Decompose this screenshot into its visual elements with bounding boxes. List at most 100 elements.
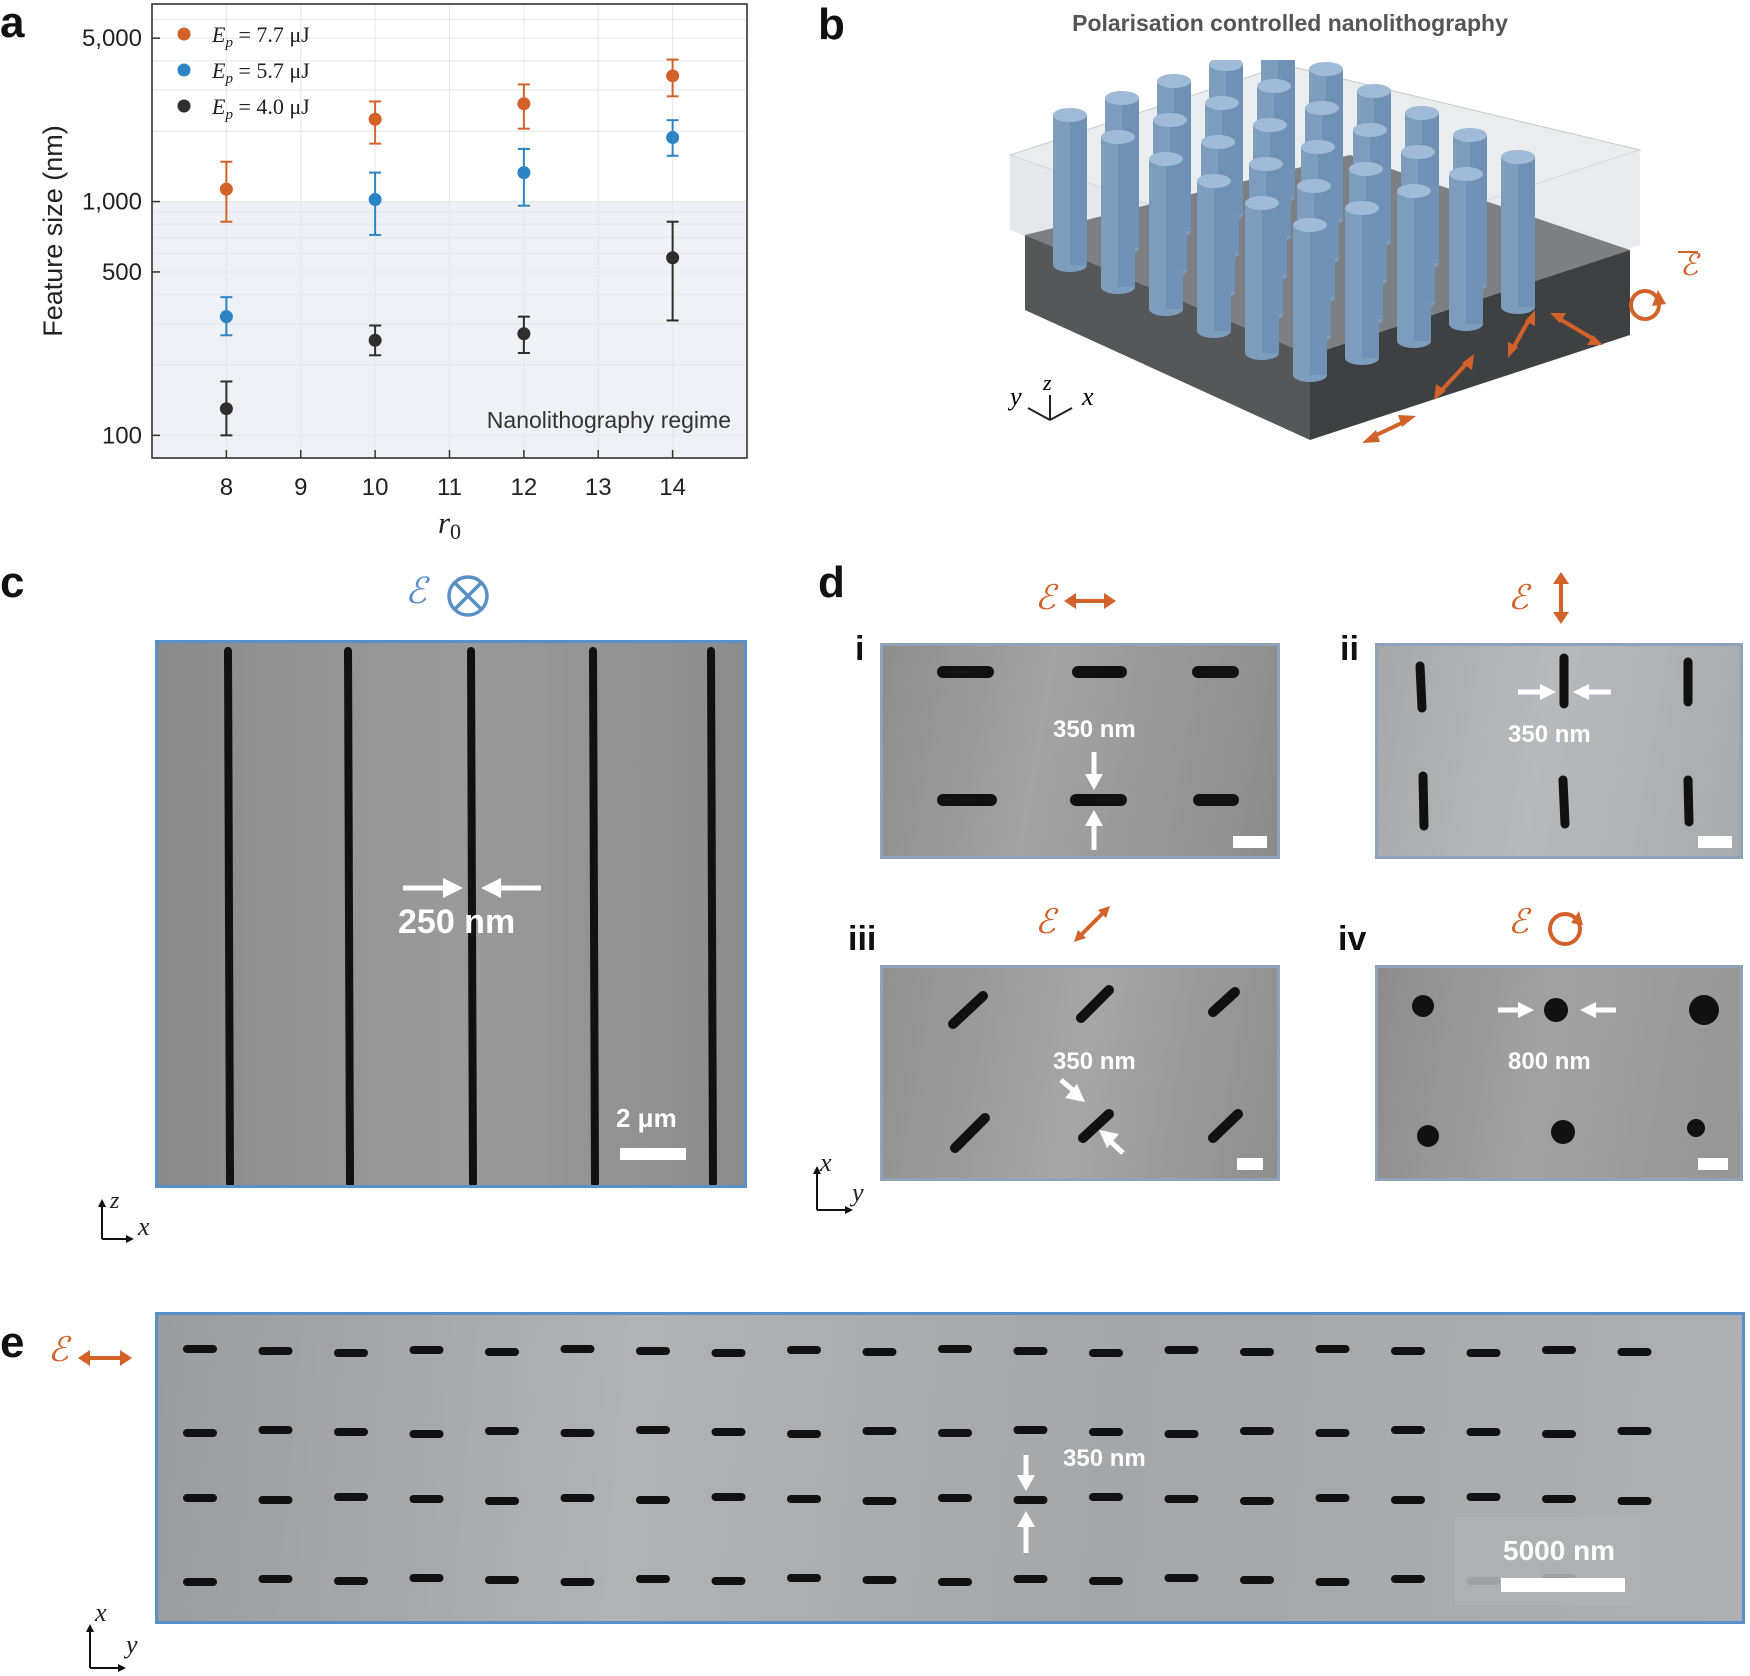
- chart-legend: Ep = 7.7 μJ Ep = 5.7 μJ Ep = 4.0 μJ: [177, 22, 310, 123]
- diagonal-polarisation-icon-iii: [1074, 906, 1110, 942]
- scale-label-c: 2 μm: [616, 1103, 677, 1133]
- legend-marker: [177, 63, 191, 77]
- y-tick-label: 500: [102, 259, 142, 286]
- field-symbol-d-i: ℰ: [1035, 580, 1056, 617]
- axes-glyph-b: [1027, 395, 1073, 421]
- laser-lines: [224, 647, 717, 1185]
- pillar: [1101, 130, 1135, 294]
- x-tick-label: 8: [220, 474, 233, 501]
- measure-arrows-d-ii: [1518, 684, 1611, 700]
- axis-h-d: y: [852, 1178, 864, 1207]
- data-point: [517, 97, 531, 111]
- measure-arrows-d-iv: [1498, 1002, 1616, 1018]
- data-point: [517, 327, 531, 341]
- axes-glyph-e: [86, 1624, 126, 1672]
- data-point: [368, 112, 382, 126]
- y-tick-label: 100: [102, 422, 142, 449]
- panel-label-e: e: [0, 1318, 25, 1367]
- scale-bar-e: [1501, 1578, 1625, 1592]
- data-point: [219, 310, 233, 324]
- x-tick-label: 14: [659, 474, 686, 501]
- circular-polarisation-icon-iv: [1548, 911, 1583, 946]
- field-symbol-e: ℰ: [48, 1332, 69, 1369]
- data-point: [368, 333, 382, 347]
- x-axis-label: r0: [438, 505, 461, 544]
- sem-image-c: 250 nm 2 μm: [155, 640, 747, 1188]
- data-point: [368, 193, 382, 207]
- subpanel-label-iii: iii: [848, 920, 877, 958]
- subpanel-label-iv: iv: [1338, 920, 1367, 958]
- horizontal-polarisation-icon-i: [1064, 593, 1116, 609]
- measure-arrows-d-iii: [1059, 1078, 1125, 1155]
- holes-d-iv: [1412, 995, 1719, 1147]
- holes-e: [183, 1345, 1652, 1586]
- regime-label: Nanolithography regime: [487, 407, 731, 433]
- x-tick-label: 13: [585, 474, 612, 501]
- panel-label-a: a: [0, 0, 25, 47]
- legend-marker: [177, 27, 191, 41]
- y-tick-label: 1,000: [82, 189, 142, 216]
- pillar-array: [1053, 60, 1535, 382]
- axis-z-b: z: [1042, 370, 1052, 395]
- axis-y-b: y: [1007, 382, 1022, 411]
- x-axis-ticks: 8 9 10 11 12 13 14: [220, 450, 686, 501]
- into-page-icon: [447, 575, 489, 617]
- panel-label-d: d: [818, 558, 845, 607]
- pillar: [1245, 196, 1279, 360]
- field-symbol-d-iv: ℰ: [1508, 904, 1529, 941]
- scale-bar-d-ii: [1698, 836, 1732, 848]
- pillar: [1449, 167, 1483, 331]
- panel-label-c: c: [0, 558, 25, 607]
- pillar: [1345, 201, 1379, 365]
- substrate-right-face: [1310, 250, 1630, 440]
- axes-glyph-d: [813, 1166, 853, 1214]
- panel-b-title: Polarisation controlled nanolithography: [1072, 10, 1508, 36]
- pillar: [1293, 218, 1327, 382]
- measure-arrows-e: [1017, 1455, 1035, 1553]
- legend-entry: Ep = 5.7 μJ: [211, 58, 310, 87]
- data-point: [517, 166, 531, 180]
- data-point: [666, 130, 680, 144]
- substrate-left-face: [1025, 235, 1310, 440]
- width-arrows-c: [403, 878, 541, 898]
- holes-d-ii: [1415, 653, 1694, 831]
- pillar: [1501, 150, 1535, 314]
- width-label-c: 250 nm: [398, 903, 516, 941]
- scale-label-e: 5000 nm: [1503, 1535, 1616, 1566]
- holes-d-i: [937, 666, 1239, 806]
- axis-h-c: x: [138, 1212, 150, 1241]
- x-tick-label: 12: [511, 474, 538, 501]
- field-symbol-d-iii: ℰ: [1035, 904, 1056, 941]
- polarisation-arrowheads: [1362, 290, 1666, 443]
- subpanel-label-ii: ii: [1340, 630, 1359, 668]
- scale-bar-d-i: [1233, 836, 1267, 848]
- data-point: [219, 182, 233, 196]
- scale-bar-d-iv: [1698, 1158, 1728, 1170]
- legend-entry: Ep = 4.0 μJ: [211, 94, 310, 123]
- legend-entry: Ep = 7.7 μJ: [211, 22, 310, 51]
- x-tick-label: 10: [362, 474, 389, 501]
- pillar: [1149, 152, 1183, 316]
- pillar: [1397, 184, 1431, 348]
- axes-glyph-c: [98, 1199, 134, 1243]
- y-axis-label: Feature size (nm): [38, 125, 68, 337]
- measure-label-d-iv: 800 nm: [1508, 1048, 1591, 1075]
- axis-v-d: x: [820, 1148, 832, 1177]
- data-point: [666, 69, 680, 83]
- measure-label-d-i: 350 nm: [1053, 716, 1136, 743]
- subpanel-label-i: i: [855, 630, 865, 668]
- x-tick-label: 11: [437, 474, 462, 501]
- holes-d-iii: [948, 985, 1243, 1153]
- panel-label-b: b: [818, 0, 845, 49]
- axis-v-e: x: [95, 1598, 107, 1627]
- measure-label-d-iii: 350 nm: [1053, 1048, 1136, 1075]
- pillar: [1197, 174, 1231, 338]
- measure-label-d-ii: 350 nm: [1508, 721, 1591, 748]
- field-symbol-d-ii: ℰ: [1508, 580, 1529, 617]
- field-symbol-b: ℰ: [1680, 249, 1701, 282]
- data-point: [219, 402, 233, 416]
- axis-v-c: z: [110, 1188, 120, 1214]
- sem-image-d-iv: 800 nm: [1375, 965, 1743, 1181]
- x-tick-label: 9: [294, 474, 307, 501]
- scale-bar-c: [620, 1148, 686, 1160]
